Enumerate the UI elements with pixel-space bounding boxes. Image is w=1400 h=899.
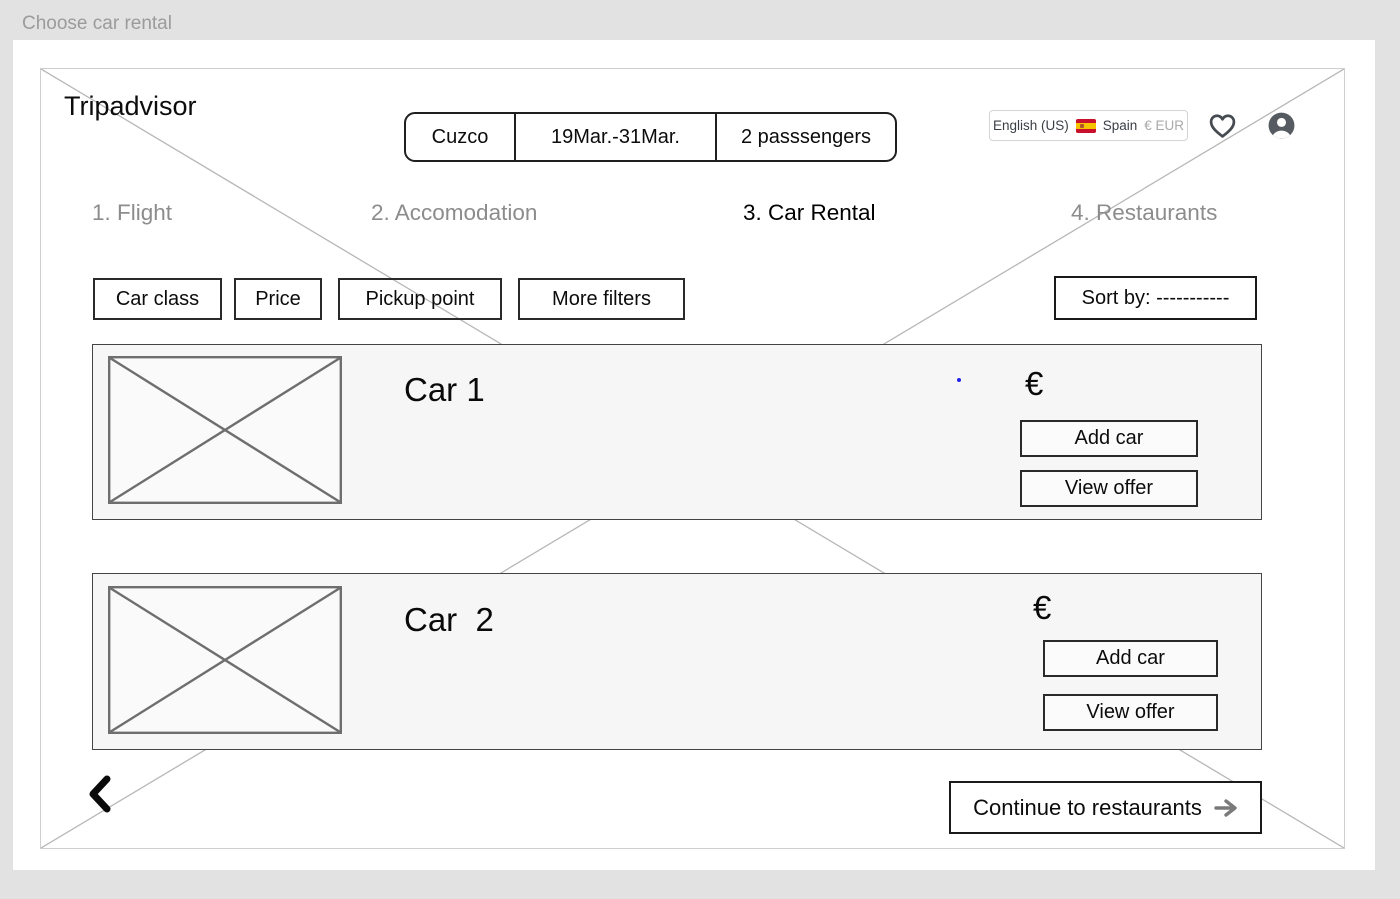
locale-selector[interactable]: English (US) Spain € EUR xyxy=(989,110,1188,141)
currency-label: € EUR xyxy=(1144,118,1185,133)
view-offer-button[interactable]: View offer xyxy=(1043,694,1218,731)
step-flight[interactable]: 1. Flight xyxy=(92,200,173,225)
add-car-button[interactable]: Add car xyxy=(1043,640,1218,677)
image-placeholder-icon xyxy=(108,586,342,734)
car-card-2: Car 2 € Add car View offer xyxy=(92,573,1262,750)
step-restaurants[interactable]: 4. Restaurants xyxy=(1071,200,1218,225)
favorites-button[interactable] xyxy=(1207,110,1238,141)
car-card-1: Car 1 € Add car View offer xyxy=(92,344,1262,520)
price-currency: € xyxy=(1025,365,1044,402)
country-label: Spain xyxy=(1102,118,1138,133)
continue-to-restaurants-button[interactable]: Continue to restaurants xyxy=(949,781,1262,834)
price-currency: € xyxy=(1033,589,1052,626)
dates-field[interactable]: 19Mar.-31Mar. xyxy=(514,114,717,160)
heart-icon xyxy=(1209,114,1236,138)
trip-search-bar: Cuzco 19Mar.-31Mar. 2 passsengers xyxy=(404,112,897,162)
stray-cursor-dot xyxy=(957,378,961,382)
page-title: Choose car rental xyxy=(22,13,172,34)
destination-field[interactable]: Cuzco xyxy=(431,125,489,148)
arrow-right-icon xyxy=(1214,798,1237,817)
language-label: English (US) xyxy=(992,118,1069,133)
profile-icon xyxy=(1268,112,1295,139)
image-placeholder-icon xyxy=(108,356,342,504)
spain-flag-icon xyxy=(1075,118,1096,133)
filter-car-class-button[interactable]: Car class xyxy=(93,278,222,320)
view-offer-button[interactable]: View offer xyxy=(1020,470,1198,507)
filter-price-button[interactable]: Price xyxy=(234,278,322,320)
car-name: Car 2 xyxy=(404,601,494,638)
back-button[interactable] xyxy=(85,774,115,814)
car-name: Car 1 xyxy=(404,371,485,408)
step-accomodation[interactable]: 2. Accomodation xyxy=(371,200,538,225)
step-car-rental[interactable]: 3. Car Rental xyxy=(743,200,876,225)
sort-by-dropdown[interactable]: Sort by: ----------- xyxy=(1054,276,1257,320)
chevron-left-icon xyxy=(89,775,111,813)
add-car-button[interactable]: Add car xyxy=(1020,420,1198,457)
design-canvas: Tripadvisor Cuzco 19Mar.-31Mar. 2 passse… xyxy=(13,40,1375,870)
passengers-field[interactable]: 2 passsengers xyxy=(740,125,872,148)
filter-pickup-point-button[interactable]: Pickup point xyxy=(338,278,502,320)
brand-logo[interactable]: Tripadvisor xyxy=(64,91,197,121)
continue-label: Continue to restaurants xyxy=(973,794,1202,820)
account-button[interactable] xyxy=(1266,110,1297,141)
filter-more-filters-button[interactable]: More filters xyxy=(518,278,685,320)
wireframe-frame: Tripadvisor Cuzco 19Mar.-31Mar. 2 passse… xyxy=(40,68,1345,849)
